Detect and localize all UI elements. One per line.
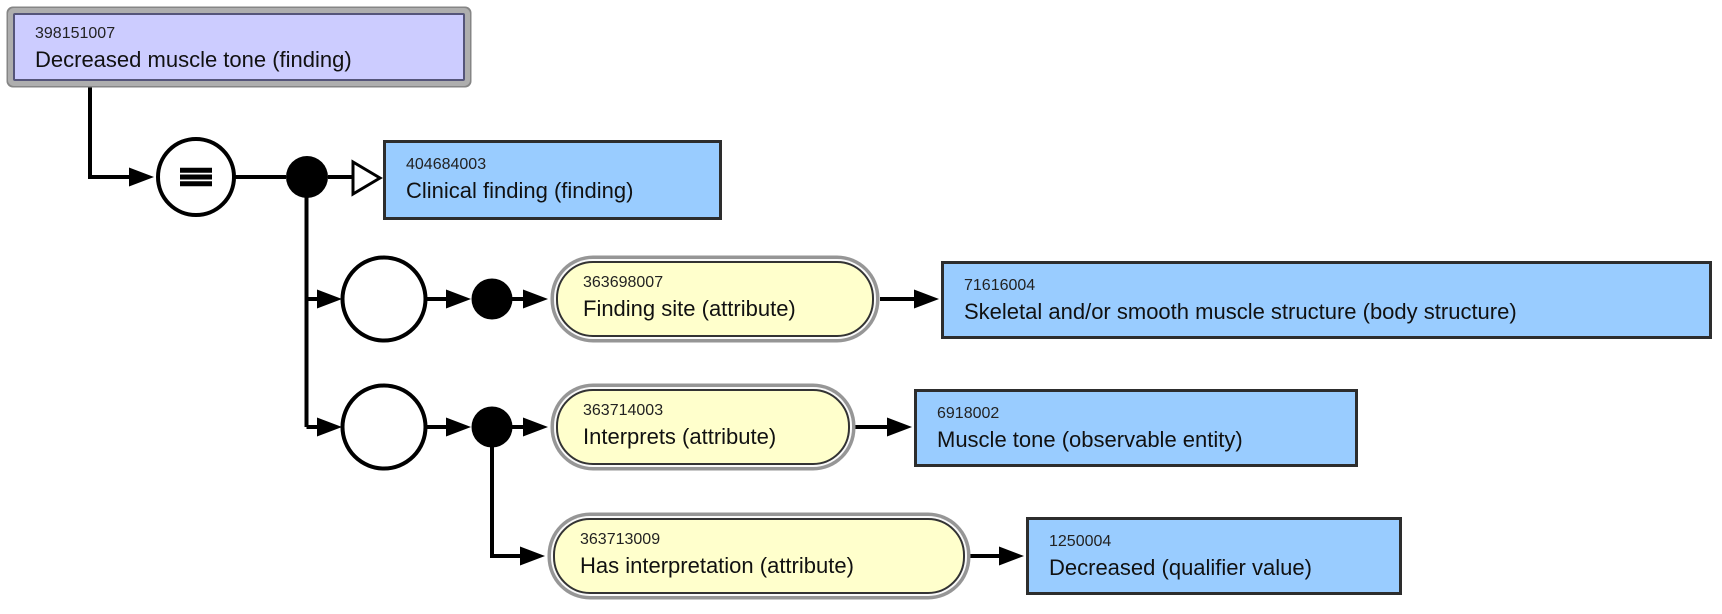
attribute-box-has-interpretation: 363713009 Has interpretation (attribute) (553, 518, 965, 594)
value-concept-box-decreased: 1250004 Decreased (qualifier value) (1026, 517, 1402, 595)
concept-term: Clinical finding (finding) (406, 178, 634, 203)
concept-term: Muscle tone (observable entity) (937, 427, 1243, 452)
role-group-circle-icon (340, 255, 428, 343)
equivalent-to-icon (156, 137, 236, 217)
arrowhead-icon (446, 417, 471, 437)
concept-id: 363714003 (583, 402, 664, 419)
concept-id: 398151007 (35, 25, 116, 42)
concept-id: 363713009 (580, 531, 661, 548)
concept-term: Skeletal and/or smooth muscle structure … (964, 299, 1517, 324)
concept-id: 404684003 (406, 156, 487, 173)
value-concept-box-body-structure: 71616004 Skeletal and/or smooth muscle s… (941, 261, 1712, 339)
concept-id: 6918002 (937, 405, 1000, 422)
arrowhead-icon (129, 167, 154, 187)
connector-line (490, 447, 520, 558)
arrowhead-icon (887, 417, 912, 437)
arrowhead-icon (999, 546, 1024, 566)
concept-id: 363698007 (583, 274, 664, 291)
concept-term: Has interpretation (attribute) (580, 553, 854, 578)
attribute-box-interprets: 363714003 Interprets (attribute) (556, 389, 850, 465)
arrowhead-icon (914, 289, 939, 309)
arrowhead-icon (317, 417, 342, 437)
conjunction-dot-icon (471, 406, 513, 448)
is-a-open-arrow-icon (351, 159, 383, 197)
arrowhead-icon (446, 289, 471, 309)
concept-term: Decreased muscle tone (finding) (35, 47, 352, 72)
concept-id: 1250004 (1049, 533, 1112, 550)
concept-term: Finding site (attribute) (583, 296, 796, 321)
connector-line (88, 87, 130, 179)
concept-id: 71616004 (964, 277, 1036, 294)
parent-concept-box: 404684003 Clinical finding (finding) (383, 140, 722, 220)
concept-term: Interprets (attribute) (583, 424, 777, 449)
arrowhead-icon (523, 417, 548, 437)
attribute-box-finding-site: 363698007 Finding site (attribute) (556, 261, 874, 337)
arrowhead-icon (523, 289, 548, 309)
conjunction-dot-icon (471, 278, 513, 320)
concept-term: Decreased (qualifier value) (1049, 555, 1312, 580)
value-concept-box-muscle-tone: 6918002 Muscle tone (observable entity) (914, 389, 1358, 467)
focus-concept-box: 398151007 Decreased muscle tone (finding… (13, 13, 465, 81)
role-group-circle-icon (340, 383, 428, 471)
arrowhead-icon (520, 546, 545, 566)
conjunction-dot-icon (286, 156, 328, 198)
arrowhead-icon (317, 289, 342, 309)
